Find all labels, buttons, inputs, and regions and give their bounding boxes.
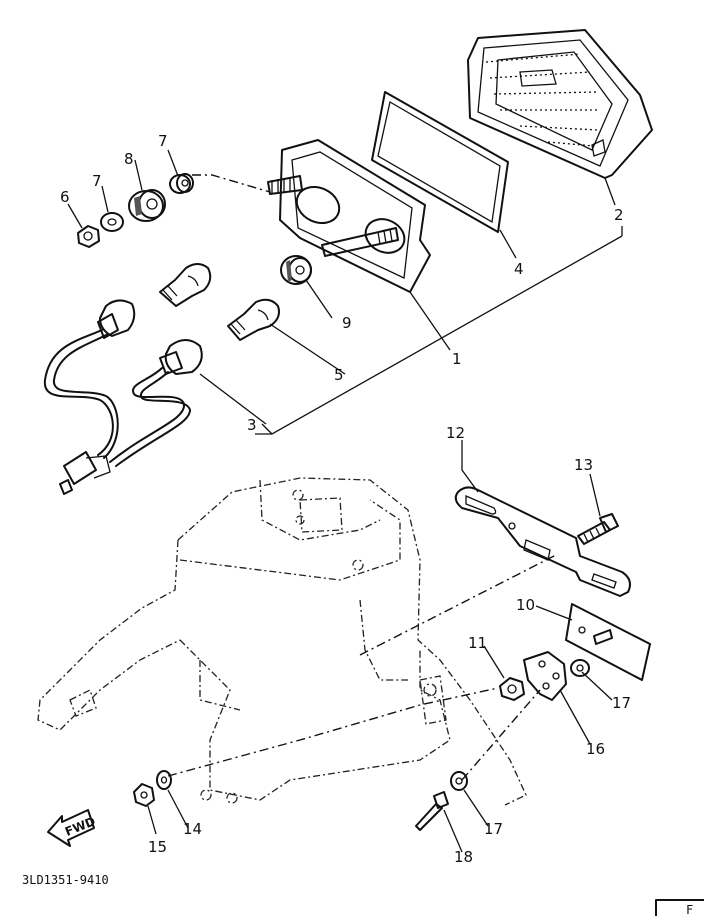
drawing-code: 3LD1351-9410 — [22, 873, 109, 887]
callout-9: 9 — [342, 314, 352, 332]
callout-3: 3 — [247, 416, 257, 434]
callout-17b: 17 — [484, 820, 503, 838]
callout-12: 12 — [446, 424, 465, 442]
rear-frame-outline — [37, 477, 527, 806]
bulb-lower — [227, 298, 280, 341]
license-bracket — [454, 486, 631, 597]
callout-8: 8 — [124, 150, 134, 168]
callout-7b: 7 — [158, 132, 168, 150]
callout-numbers: 1 2 3 4 5 6 7 7 8 9 10 11 12 13 14 15 16… — [60, 132, 631, 866]
washer-17a — [570, 659, 590, 677]
grommet-9 — [280, 255, 312, 285]
fwd-arrow-icon: FWD — [47, 809, 97, 847]
callout-13: 13 — [574, 456, 593, 474]
washer-7a — [100, 212, 124, 232]
callout-1: 1 — [452, 350, 462, 368]
callout-11: 11 — [468, 634, 487, 652]
callout-leaders — [67, 149, 623, 853]
assembly-lines — [167, 554, 557, 781]
tail-light-housing — [267, 139, 431, 293]
socket-wiring-harness — [43, 299, 203, 495]
callout-17a: 17 — [612, 694, 631, 712]
callout-5: 5 — [334, 366, 344, 384]
callout-6: 6 — [60, 188, 70, 206]
nut-11 — [499, 677, 525, 701]
grommet-8 — [128, 189, 166, 222]
nut-6 — [77, 225, 100, 248]
nut-15 — [133, 783, 155, 807]
collar-7b — [169, 173, 194, 194]
washer-17b — [450, 771, 468, 791]
callout-18: 18 — [454, 848, 473, 866]
callout-15: 15 — [148, 838, 167, 856]
bulb-upper — [159, 263, 212, 307]
callout-2: 2 — [614, 206, 624, 224]
callout-14: 14 — [183, 820, 202, 838]
stud-alignment-line — [192, 174, 271, 193]
callout-10: 10 — [516, 596, 535, 614]
reflector-plate — [565, 603, 651, 681]
callout-7a: 7 — [92, 172, 102, 190]
screw-18 — [415, 791, 449, 831]
corner-mark-text: F — [686, 903, 693, 916]
bolt-13 — [577, 513, 619, 545]
corner-mark: F — [655, 899, 704, 916]
washer-14 — [156, 770, 172, 790]
lens-gasket — [371, 91, 509, 233]
tail-light-lens — [467, 29, 653, 179]
callout-16: 16 — [586, 740, 605, 758]
reflector-stay — [523, 651, 567, 701]
callout-4: 4 — [514, 260, 524, 278]
